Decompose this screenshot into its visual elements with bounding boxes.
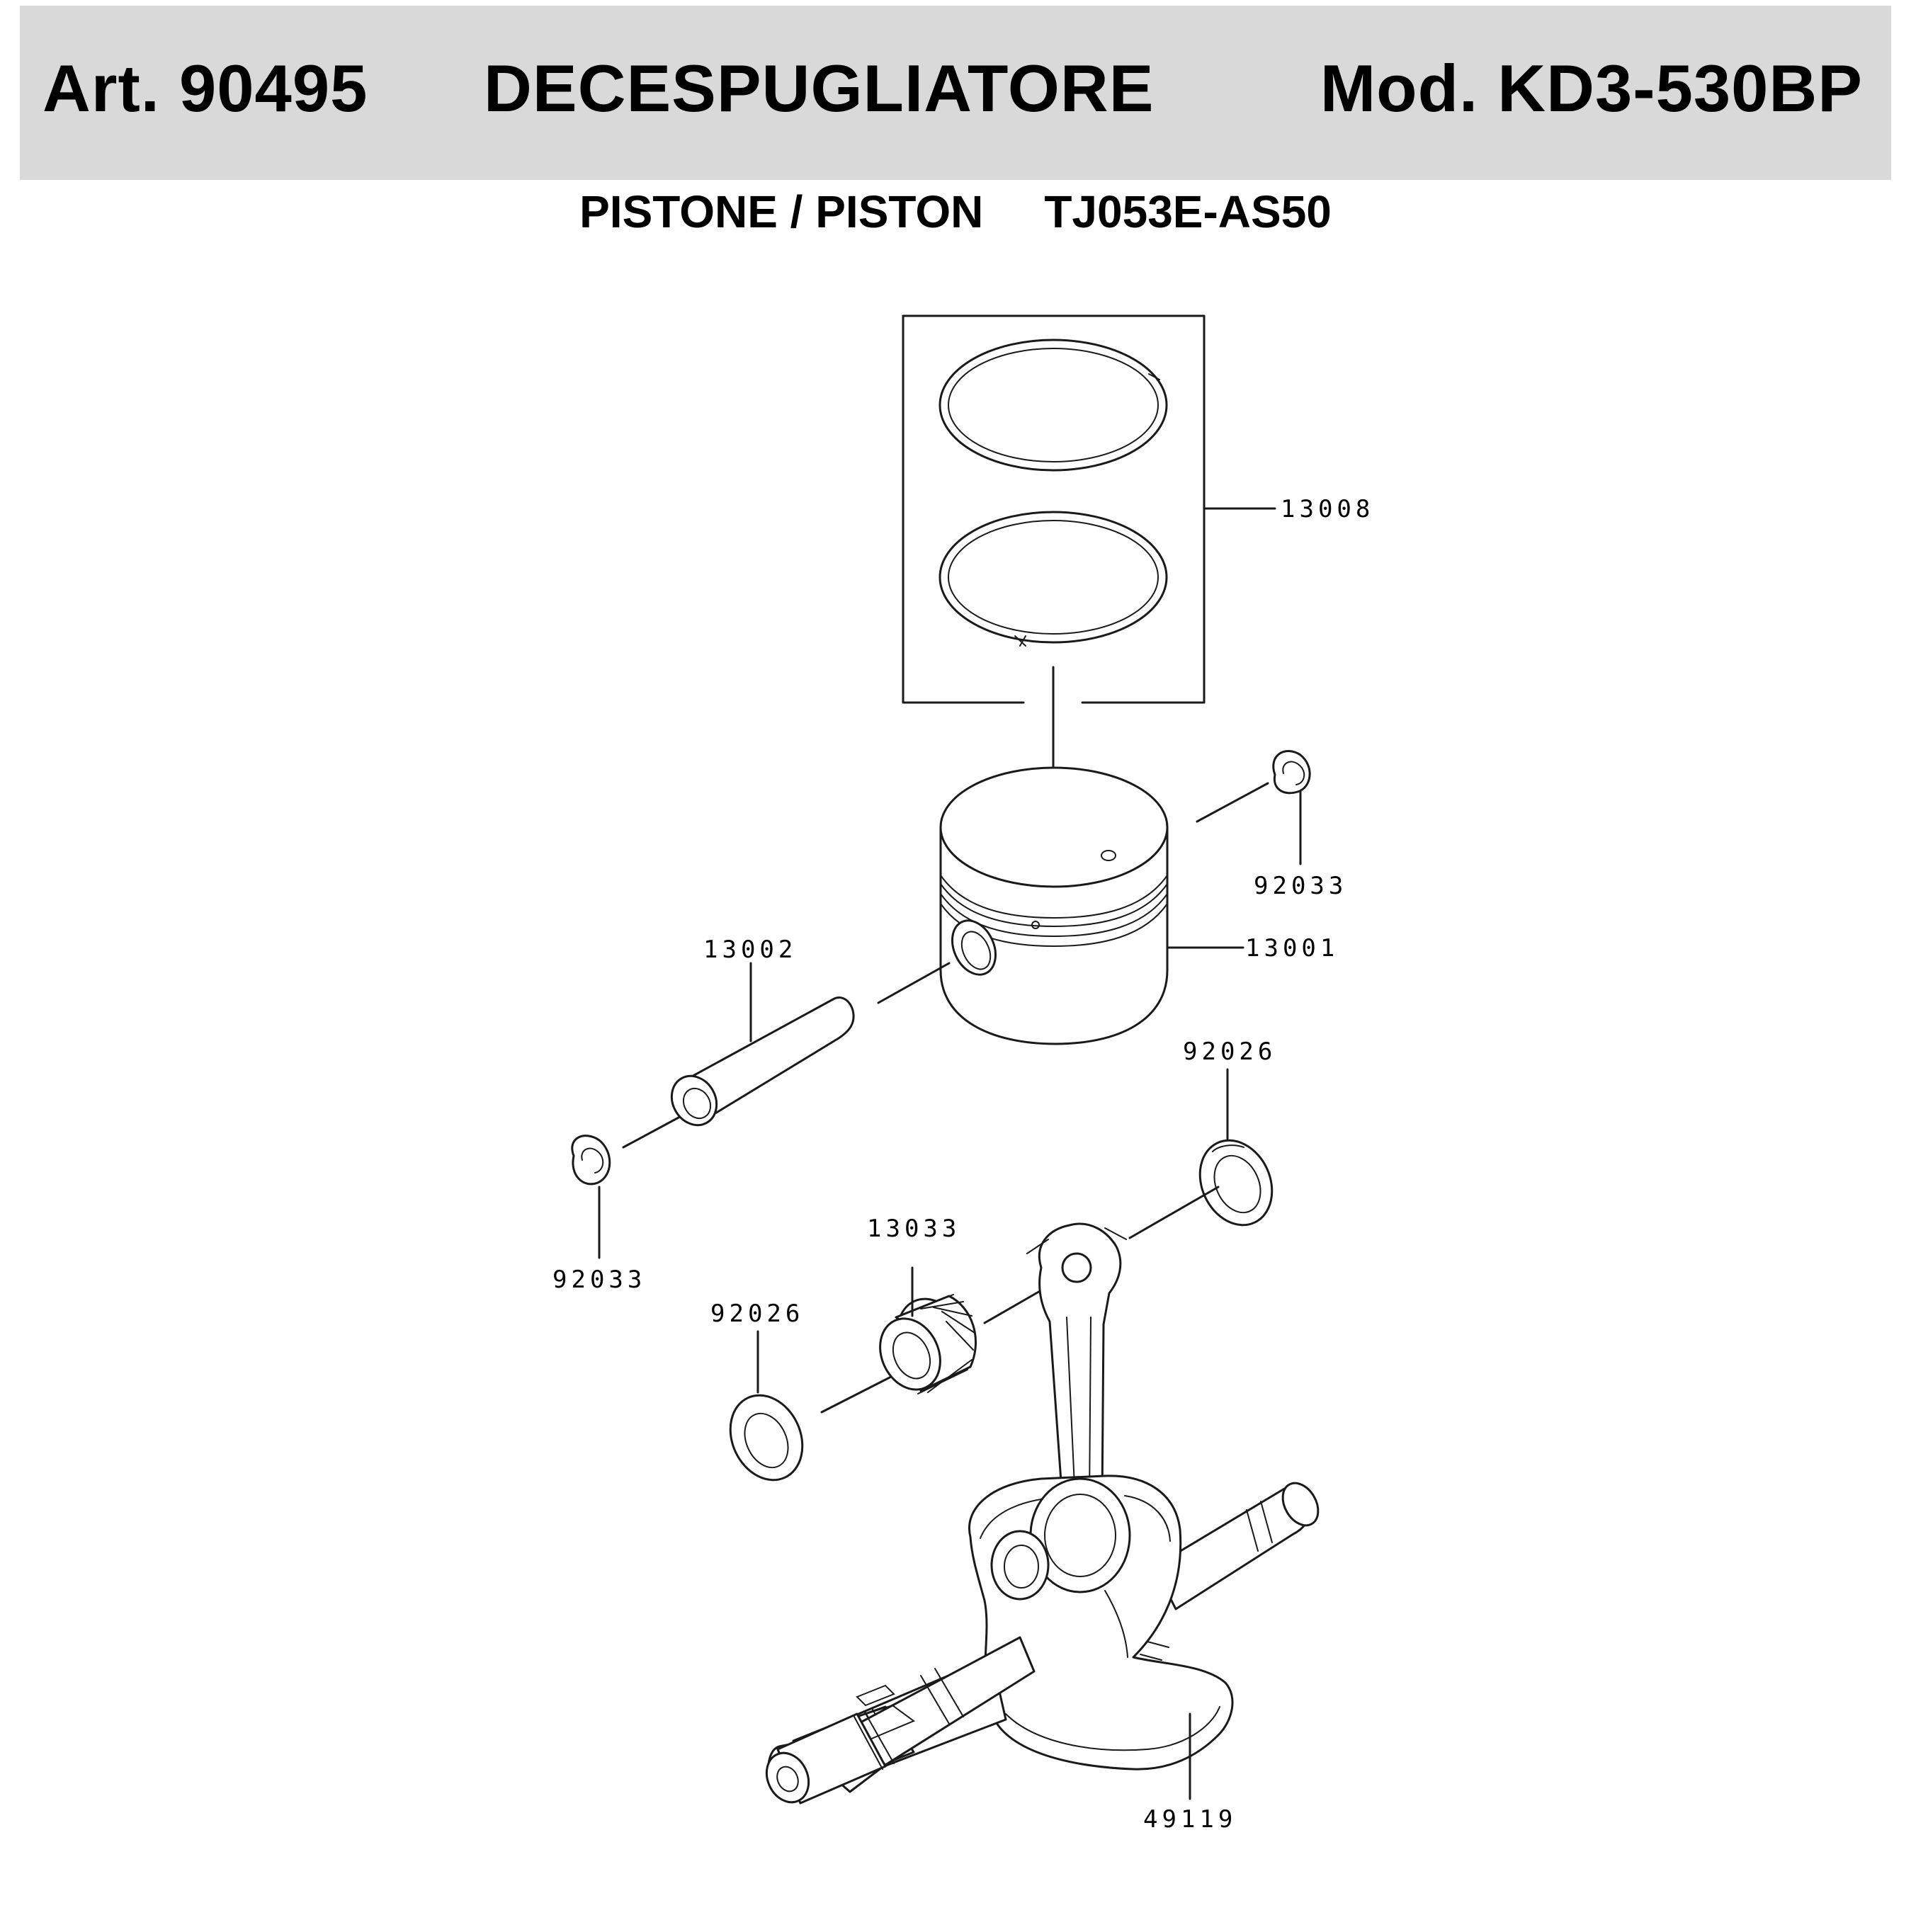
piston-pin[interactable]: 13002 bbox=[622, 936, 951, 1149]
crankshaft-assembly[interactable]: 49119 bbox=[759, 1222, 1325, 1834]
circlip-left[interactable]: 92033 bbox=[552, 1135, 646, 1294]
model-number: Mod. KD3-530BP bbox=[1320, 51, 1863, 125]
thrust-washer-right[interactable]: 92026 bbox=[1128, 1038, 1286, 1239]
label-13033: 13033 bbox=[867, 1215, 960, 1243]
section-name: PISTONE / PISTON bbox=[579, 186, 984, 237]
label-92033-right: 92033 bbox=[1254, 872, 1347, 900]
circlip-right[interactable]: 92033 bbox=[1254, 750, 1347, 900]
product-name: DECESPUGLIATORE bbox=[484, 51, 1155, 125]
label-13008: 13008 bbox=[1281, 495, 1374, 523]
thrust-washer-left[interactable]: 92026 bbox=[710, 1300, 816, 1491]
header-bar: Art. 90495 DECESPUGLIATORE Mod. KD3-530B… bbox=[20, 6, 1891, 180]
section-title: PISTONE / PISTON TJ053E-AS50 bbox=[0, 186, 1911, 237]
engine-code: TJ053E-AS50 bbox=[1044, 186, 1332, 237]
label-13002: 13002 bbox=[703, 936, 797, 964]
piston[interactable]: 13001 bbox=[939, 766, 1339, 1045]
label-92026-left: 92026 bbox=[710, 1300, 804, 1328]
label-49119: 49119 bbox=[1143, 1805, 1237, 1834]
piston-ring-set[interactable]: 13008 bbox=[902, 314, 1374, 830]
article-number: Art. 90495 bbox=[42, 51, 368, 125]
label-92033-left: 92033 bbox=[552, 1266, 646, 1294]
label-13001: 13001 bbox=[1245, 934, 1339, 962]
label-92026-right: 92026 bbox=[1183, 1038, 1276, 1066]
needle-bearing[interactable]: 13033 bbox=[820, 1215, 1043, 1414]
